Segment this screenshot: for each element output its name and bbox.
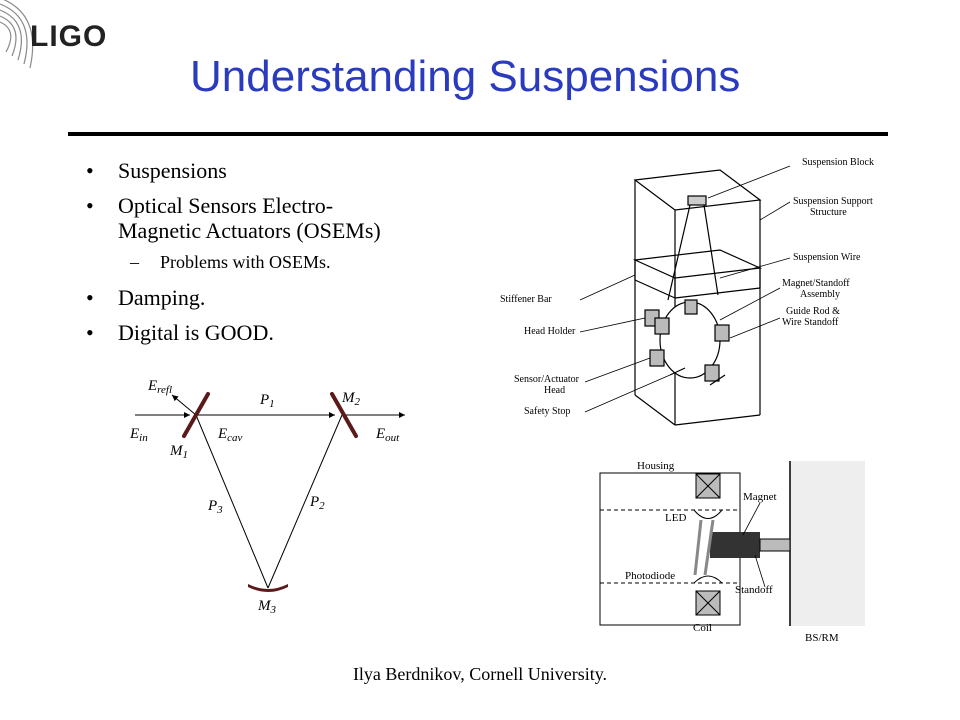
label-m2: M2 — [341, 390, 361, 408]
bullet-text: Digital is GOOD. — [118, 320, 274, 345]
slide-title: Understanding Suspensions — [190, 52, 741, 101]
coil-bottom — [695, 590, 721, 616]
bullet-text: Optical Sensors Electro- — [118, 193, 334, 218]
label-standoff: Standoff — [735, 584, 773, 596]
cavity-beam-p2 — [267, 414, 343, 589]
label-housing: Housing — [637, 460, 675, 472]
label-head-holder: Head Holder — [524, 326, 576, 337]
bullet-dot: • — [86, 158, 94, 183]
standoff — [759, 538, 791, 552]
photodiode — [693, 575, 723, 584]
suspension-block — [687, 195, 707, 206]
label-guide-line2: Wire Standoff — [782, 317, 839, 328]
osem-diagram: Housing Magnet LED Photodiode Standoff C… — [599, 460, 865, 644]
footer-credit: Ilya Berdnikov, Cornell University. — [352, 664, 608, 684]
label-e-in: Ein — [129, 426, 148, 444]
magnet — [710, 532, 760, 558]
bullet-dot: • — [86, 285, 94, 310]
label-magnet: Magnet — [743, 491, 777, 503]
suspension-diagram: Suspension Block Suspension Support Stru… — [500, 157, 874, 426]
label-p1: P1 — [259, 392, 275, 410]
bullet-dot: • — [86, 320, 94, 345]
mirror-m2 — [330, 392, 358, 438]
label-safety-stop: Safety Stop — [524, 406, 570, 417]
sub-bullet-text: Problems with OSEMs. — [160, 252, 331, 272]
label-e-out: Eout — [375, 426, 400, 444]
led — [693, 509, 723, 519]
bullet-list: • Suspensions • Optical Sensors Electro-Ma… — [78, 158, 478, 355]
title-divider — [68, 132, 888, 136]
label-coil: Coil — [693, 622, 712, 634]
label-support-line1: Suspension Support — [793, 196, 873, 207]
label-suspension-block: Suspension Block — [802, 157, 874, 168]
bullet-item: • Digital is GOOD. — [78, 320, 478, 345]
label-magnet-line1: Magnet/Standoff — [782, 278, 850, 289]
label-m1: M1 — [169, 443, 188, 461]
stiffener-bar — [632, 249, 763, 279]
label-suspension-wire: Suspension Wire — [793, 252, 861, 263]
label-m3: M3 — [257, 598, 277, 616]
label-p2: P2 — [309, 494, 325, 512]
logo-arcs-graphic — [0, 0, 34, 69]
label-sensor-line2: Head — [544, 385, 565, 396]
label-magnet-line2: Assembly — [800, 289, 840, 300]
mirror-m3 — [248, 584, 288, 592]
cavity-beam-p3 — [195, 414, 269, 589]
label-e-cav: Ecav — [217, 426, 243, 444]
label-guide-line1: Guide Rod & — [786, 306, 840, 317]
mirror-m1 — [182, 392, 210, 438]
bsrm-panel — [790, 461, 865, 626]
label-bsrm: BS/RM — [805, 632, 839, 644]
bullet-item: • Damping. — [78, 285, 478, 310]
bullet-text: Damping. — [118, 285, 206, 310]
label-e-refl: Erefl — [147, 378, 172, 396]
label-stiffener-bar: Stiffener Bar — [500, 294, 552, 305]
label-sensor-line1: Sensor/Actuator — [514, 374, 580, 385]
label-support-line2: Structure — [810, 207, 847, 218]
reflected-beam — [171, 394, 197, 416]
bullet-text-continued: Magnetic Actuators (OSEMs) — [118, 218, 381, 243]
coil-top — [695, 473, 721, 499]
cavity-diagram: Erefl Ein M1 Ecav P1 M2 Eout P3 P2 M3 — [129, 378, 405, 616]
bullet-dot: • — [86, 193, 94, 218]
label-p3: P3 — [207, 498, 223, 516]
bullet-item: • Optical Sensors Electro-Magnetic Actuat… — [78, 193, 478, 243]
label-led: LED — [665, 512, 686, 524]
label-photodiode: Photodiode — [625, 570, 675, 582]
bullet-text: Suspensions — [118, 158, 227, 183]
sub-bullet-item: – Problems with OSEMs. — [78, 251, 478, 273]
ligo-logo: LIGO — [30, 20, 108, 53]
bullet-item: • Suspensions — [78, 158, 478, 183]
sub-bullet-dash: – — [130, 252, 139, 272]
